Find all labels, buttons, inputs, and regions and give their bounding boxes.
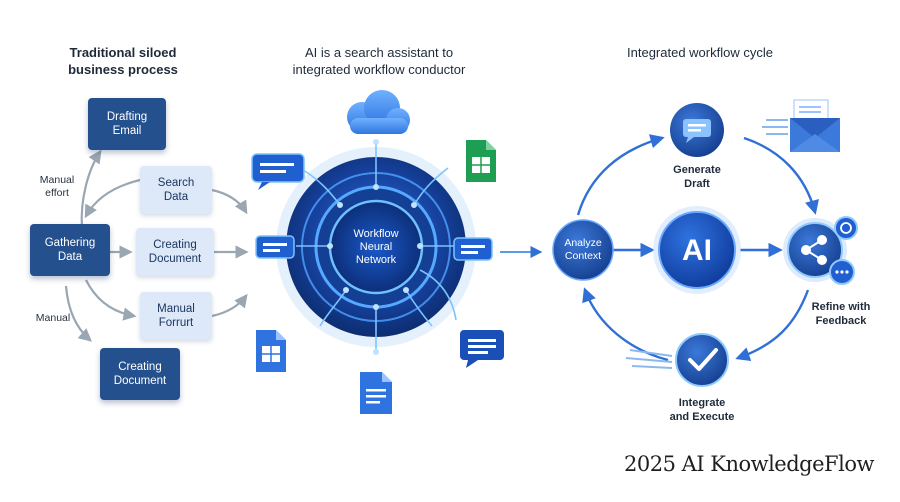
refine-feedback-label: Refine with Feedback xyxy=(800,300,882,328)
left-title-line: business process xyxy=(68,62,178,77)
hub-label-line: Workflow xyxy=(353,227,399,240)
label-line: Manual xyxy=(39,174,75,186)
cloud-icon xyxy=(347,90,410,134)
box-label: Forrurt xyxy=(158,317,194,329)
node-label-line: Context xyxy=(564,250,602,262)
box-label: Creating xyxy=(153,239,197,251)
left-title-line: Traditional siloed xyxy=(69,45,177,60)
box-label: Data xyxy=(163,191,189,203)
chat-icon xyxy=(460,330,504,368)
integrate-execute-label: Integrate and Execute xyxy=(660,396,744,424)
left-title: Traditional siloed business process xyxy=(48,44,198,78)
analyze-node xyxy=(552,219,614,281)
box-label: Manual xyxy=(157,303,195,315)
generate-node xyxy=(670,103,724,157)
node-label-line: Analyze xyxy=(564,237,602,249)
left-arrows xyxy=(64,149,249,342)
manual-effort-label: Manual effort xyxy=(34,174,80,200)
spreadsheet-icon xyxy=(256,330,286,372)
generate-draft-label: Generate Draft xyxy=(662,163,732,191)
node-label-line: Feedback xyxy=(815,315,867,327)
chat-icon xyxy=(255,235,295,259)
center-title-line: integrated workflow conductor xyxy=(292,62,466,77)
box-label: Data xyxy=(57,251,83,263)
box-label: Email xyxy=(112,125,142,137)
document-icon xyxy=(360,372,392,414)
spreadsheet-icon xyxy=(466,140,496,182)
share-icon xyxy=(783,216,858,285)
box-label: Drafting xyxy=(106,111,148,123)
box-label: Document xyxy=(113,375,167,387)
email-icon xyxy=(762,99,840,152)
node-label-line: Integrate xyxy=(678,397,726,409)
ai-label: AI xyxy=(682,233,712,267)
cycle-arrows xyxy=(576,134,819,362)
center-title-line: AI is a search assistant to xyxy=(304,45,454,60)
neural-hub xyxy=(276,139,476,355)
box-label: Search xyxy=(157,177,195,189)
box-label: Gathering xyxy=(44,237,96,249)
hub-label: Workflow Neural Network xyxy=(336,220,416,274)
right-title: Integrated workflow cycle xyxy=(627,45,773,60)
label-line: effort xyxy=(45,187,69,199)
manual-label: Manual xyxy=(35,312,71,324)
center-title: AI is a search assistant to integrated w… xyxy=(266,44,492,78)
box-label: Document xyxy=(148,253,202,265)
brand-wordmark: 2025 AI KnowledgeFlow xyxy=(624,452,874,476)
chat-icon xyxy=(251,153,305,190)
hub-label-line: Neural xyxy=(359,240,393,253)
node-label-line: Generate xyxy=(673,164,721,176)
node-label-line: Draft xyxy=(684,178,710,190)
ai-node xyxy=(653,206,741,294)
node-label-line: Refine with xyxy=(811,301,871,313)
checkmark-icon xyxy=(625,333,729,387)
hub-label-line: Network xyxy=(355,253,397,266)
chat-icon xyxy=(453,237,493,261)
box-label: Creating xyxy=(118,361,162,373)
node-label-line: and Execute xyxy=(669,411,735,423)
